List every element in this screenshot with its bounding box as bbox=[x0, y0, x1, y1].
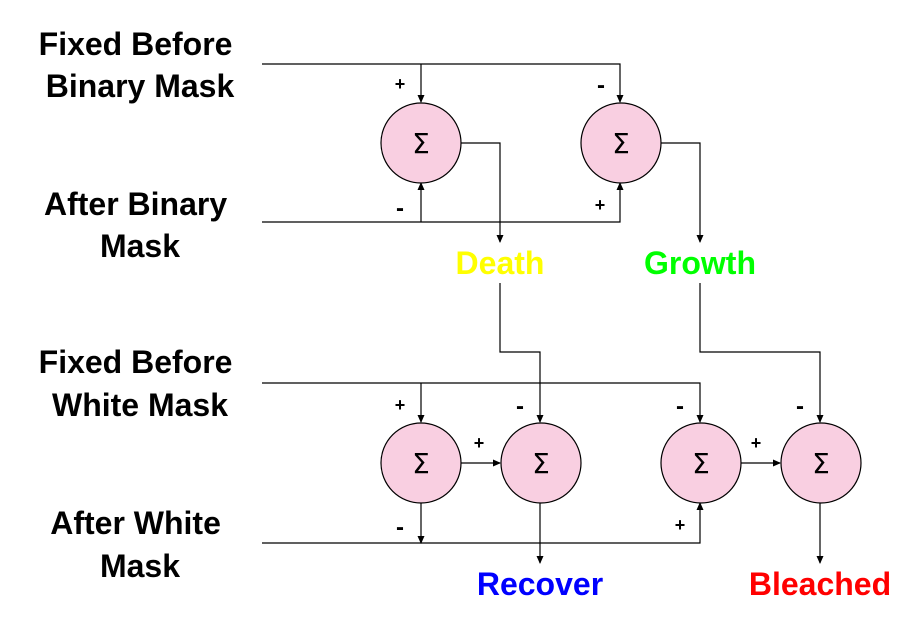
sign-minus: - bbox=[516, 393, 524, 420]
sigma-symbol: Σ bbox=[692, 447, 710, 480]
summer-6: Σ bbox=[780, 422, 862, 504]
wire-summer-2-to-growth bbox=[661, 142, 704, 243]
summer-4: Σ bbox=[500, 422, 582, 504]
wire-after-binary bbox=[262, 182, 624, 223]
wire-summer-1-to-death bbox=[461, 142, 504, 243]
sigma-symbol: Σ bbox=[612, 127, 630, 160]
sigma-symbol: Σ bbox=[412, 127, 430, 160]
summer-1: Σ bbox=[380, 102, 462, 184]
sign-minus: - bbox=[396, 514, 404, 541]
output-recover: Recover bbox=[477, 566, 603, 602]
sign-plus: + bbox=[595, 195, 606, 215]
sign-plus: + bbox=[395, 395, 406, 415]
sign-minus: - bbox=[676, 393, 684, 420]
summer-3: Σ bbox=[380, 422, 462, 504]
sign-plus: + bbox=[474, 433, 485, 453]
sign-plus: + bbox=[751, 433, 762, 453]
sigma-symbol: Σ bbox=[412, 447, 430, 480]
sign-plus: + bbox=[675, 515, 686, 535]
summer-5: Σ bbox=[660, 422, 742, 504]
label-fixed-before-binary-mask: Fixed Before Binary Mask bbox=[39, 26, 242, 104]
output-death: Death bbox=[456, 245, 545, 281]
wire-fixed-before-binary bbox=[262, 63, 624, 103]
label-after-white-mask: After White Mask bbox=[50, 505, 230, 584]
sign-minus: - bbox=[796, 393, 804, 420]
summer-2: Σ bbox=[580, 102, 662, 184]
sign-minus: - bbox=[597, 72, 605, 99]
sign-minus: - bbox=[396, 195, 404, 222]
sign-plus: + bbox=[395, 74, 406, 94]
sigma-symbol: Σ bbox=[812, 447, 830, 480]
label-after-binary-mask: After Binary Mask bbox=[44, 186, 236, 264]
wire-after-white bbox=[262, 502, 704, 544]
wire-fixed-before-white bbox=[262, 382, 704, 423]
sigma-symbol: Σ bbox=[532, 447, 550, 480]
output-bleached: Bleached bbox=[749, 566, 891, 602]
label-fixed-before-white-mask: Fixed Before White Mask bbox=[39, 344, 242, 423]
wire-growth-to-summer-6 bbox=[699, 283, 824, 423]
output-growth: Growth bbox=[644, 245, 756, 281]
wire-death-to-summer-4 bbox=[499, 283, 544, 423]
